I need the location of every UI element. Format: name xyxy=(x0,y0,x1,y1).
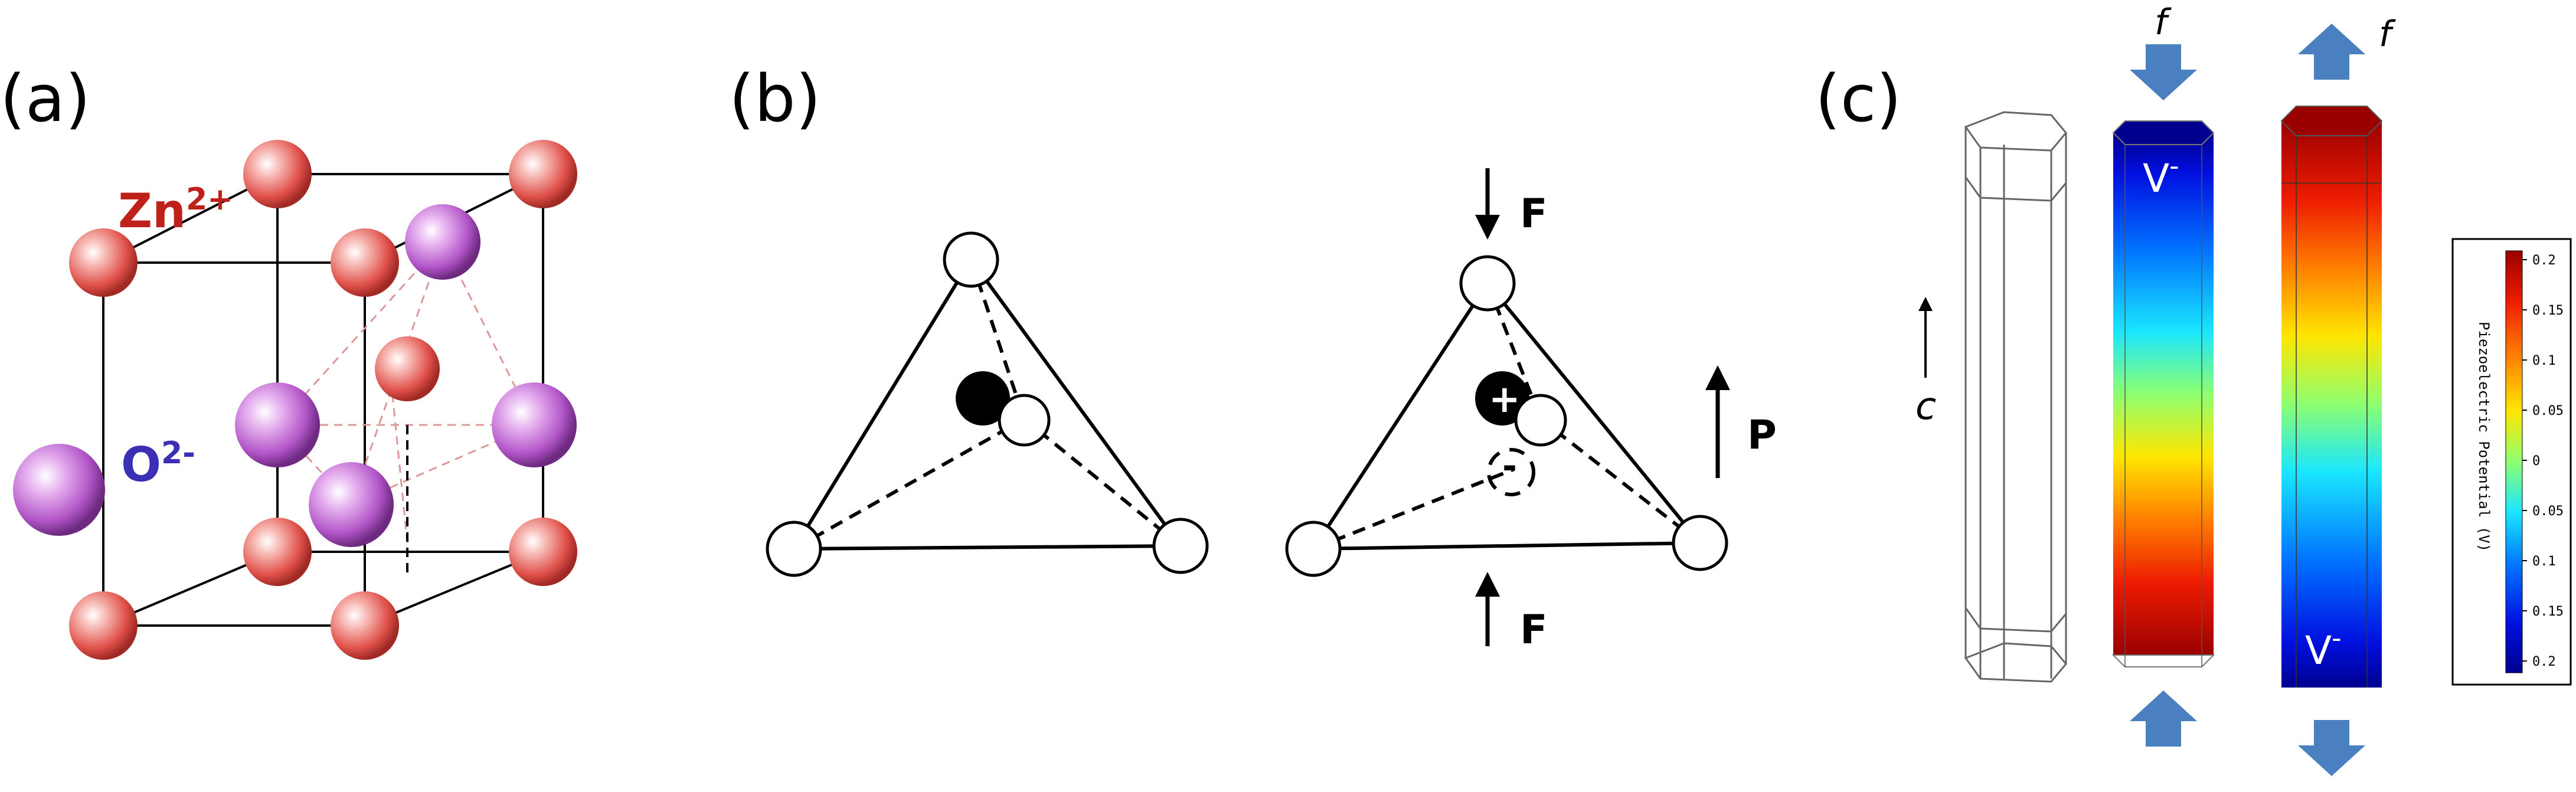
colorbar-tick-label: 0.2 xyxy=(2532,253,2556,268)
o-ion-sphere xyxy=(235,382,320,467)
o-label-base: O xyxy=(121,437,161,492)
nanowire-unstrained xyxy=(1964,111,2067,683)
compress-arrow-bottom xyxy=(2130,690,2197,747)
colorbar-tick-label: 0.05 xyxy=(2532,404,2564,418)
colorbar-gradient xyxy=(2505,250,2523,673)
zn-ion-sphere xyxy=(509,140,577,208)
colorbar-tick-label: 0.1 xyxy=(2532,554,2556,569)
v-minus-label-compress: V- xyxy=(2143,150,2179,201)
anion-back xyxy=(1514,394,1567,447)
v-minus-label-stretch: V- xyxy=(2305,622,2342,673)
anion-back xyxy=(998,394,1051,447)
o-label-sup: 2- xyxy=(161,436,195,471)
nanowire-stretched: V- xyxy=(2280,106,2383,688)
zn-label: Zn2+ xyxy=(118,182,233,238)
colorbar: Piezoelectric Potential (V) 0.20.150.10.… xyxy=(2451,238,2572,686)
colorbar-tick-label: 0.15 xyxy=(2532,303,2564,318)
zn-ion-sphere xyxy=(243,140,312,208)
stretch-arrow-bottom xyxy=(2298,720,2365,776)
anion-left xyxy=(766,521,822,577)
colorbar-ticks: 0.2 0.15 0.1 0.05 0 0.05 0.1 0.15 0.2 xyxy=(2522,253,2564,669)
minus-sign: - xyxy=(1502,446,1517,487)
panel-b: (b) xyxy=(729,61,1777,653)
zn-ion-sphere xyxy=(69,228,138,297)
zn-label-base: Zn xyxy=(118,184,186,238)
colorbar-tick-label: 0 xyxy=(2532,454,2540,469)
c-axis-label: c xyxy=(1915,385,1936,428)
negative-charge-center xyxy=(1487,448,1535,496)
zn-ion-sphere xyxy=(69,591,138,660)
tetrahedron-unstrained xyxy=(766,231,1209,577)
zn-ion-sphere xyxy=(331,591,399,660)
force-label-bottom: F xyxy=(1520,607,1547,653)
stretch-arrow-top xyxy=(2298,24,2365,80)
anion-right xyxy=(1152,518,1209,574)
zn-ion-sphere xyxy=(375,336,440,401)
nanowire-compressed: V- xyxy=(2111,120,2215,667)
force-label-compress: f xyxy=(2155,2,2172,43)
anion-left xyxy=(1285,521,1342,577)
colorbar-tick-label: 0.2 xyxy=(2532,654,2556,669)
cation-center xyxy=(956,371,1010,426)
o-ion-sphere xyxy=(309,462,394,547)
zn-label-sup: 2+ xyxy=(186,182,233,217)
zn-ion-sphere xyxy=(331,228,399,297)
colorbar-tick-label: 0.15 xyxy=(2532,604,2564,619)
polarization-label: P xyxy=(1747,412,1777,459)
panel-a: (a) xyxy=(0,61,577,660)
o-ion-sphere xyxy=(492,382,577,467)
o-label: O2- xyxy=(121,436,195,492)
panel-b-label: (b) xyxy=(729,61,821,136)
colorbar-title: Piezoelectric Potential (V) xyxy=(2476,322,2492,552)
colorbar-tick-label: 0.1 xyxy=(2532,354,2556,368)
panel-a-label: (a) xyxy=(0,61,90,136)
zn-ion-sphere xyxy=(509,518,577,586)
panel-c-label: (c) xyxy=(1815,61,1901,136)
force-label-stretch: f xyxy=(2379,14,2396,55)
colorbar-tick-label: 0.05 xyxy=(2532,504,2564,519)
anion-top xyxy=(943,231,999,288)
compress-arrow-top xyxy=(2130,44,2197,100)
panel-c: (c) c V- xyxy=(1815,2,2572,776)
zn-ion-sphere xyxy=(243,518,312,586)
tetrahedron-strained: - + xyxy=(1285,255,1728,577)
o-ion-sphere xyxy=(13,444,105,536)
force-label-top: F xyxy=(1520,191,1547,237)
plus-sign: + xyxy=(1489,378,1521,421)
anion-top xyxy=(1459,255,1516,312)
o-ion-sphere xyxy=(405,204,480,280)
anion-right xyxy=(1672,515,1728,571)
